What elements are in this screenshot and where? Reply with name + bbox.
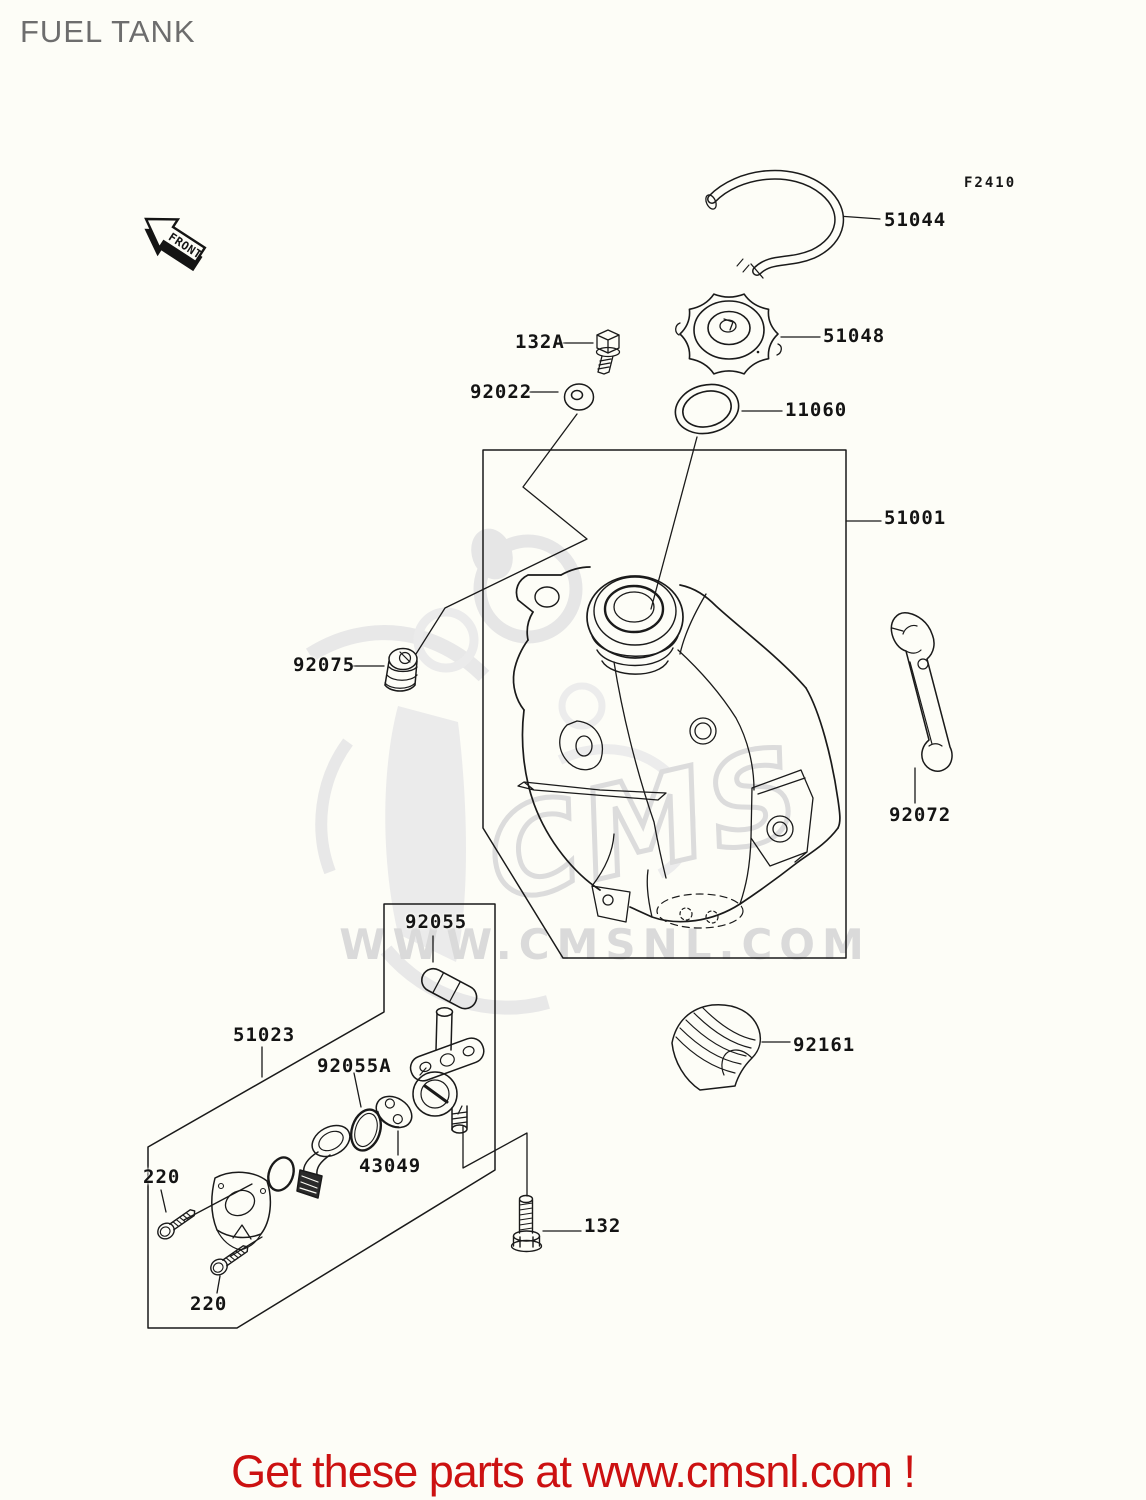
gasket-92055-drawing xyxy=(421,967,478,1010)
figure-code: F2410 xyxy=(964,175,1017,191)
part-label-11060[interactable]: 11060 xyxy=(785,399,848,421)
part-label-220-b[interactable]: 220 xyxy=(190,1293,228,1315)
fuel-cap-drawing xyxy=(675,293,782,375)
screw-220a-drawing xyxy=(157,1209,196,1240)
part-label-51048[interactable]: 51048 xyxy=(823,325,886,347)
tank-damper-92161-drawing xyxy=(671,1004,762,1091)
cap-gasket-drawing xyxy=(674,383,740,435)
bolt-132a-drawing xyxy=(595,329,621,375)
page-title: FUEL TANK xyxy=(20,14,196,49)
tank-damper-92075-drawing xyxy=(384,647,418,692)
part-label-51044[interactable]: 51044 xyxy=(884,209,947,231)
leader-lines xyxy=(160,215,916,1294)
tap-filter-drawing xyxy=(296,1124,351,1199)
lever-plate-drawing xyxy=(211,1171,272,1251)
fuel-tap-group-box xyxy=(147,903,496,1329)
part-label-92161[interactable]: 92161 xyxy=(793,1034,856,1056)
cap-43049-drawing xyxy=(375,1095,413,1129)
part-label-92072[interactable]: 92072 xyxy=(889,804,952,826)
part-label-132[interactable]: 132 xyxy=(584,1215,622,1237)
front-arrow-icon: FRONT xyxy=(144,217,207,272)
part-label-220-a[interactable]: 220 xyxy=(143,1166,181,1188)
part-label-92055a[interactable]: 92055A xyxy=(317,1055,392,1077)
oring-small-drawing xyxy=(267,1156,295,1192)
part-label-92075[interactable]: 92075 xyxy=(293,654,356,676)
part-label-51001[interactable]: 51001 xyxy=(884,507,947,529)
part-label-51023[interactable]: 51023 xyxy=(233,1024,296,1046)
part-label-43049[interactable]: 43049 xyxy=(359,1155,422,1177)
oring-92055a-drawing xyxy=(349,1108,383,1152)
bolt-132-drawing xyxy=(510,1194,543,1253)
part-label-92055[interactable]: 92055 xyxy=(405,911,468,933)
fuel-tap-drawing xyxy=(409,1007,485,1134)
part-label-132a[interactable]: 132A xyxy=(515,331,565,353)
cmsnl-watermark: CMS WWW.CMSNL.COM xyxy=(305,528,871,1015)
watermark-cms-letters: CMS xyxy=(474,719,817,931)
washer-92022-drawing xyxy=(563,383,595,411)
footer-promo-text: Get these parts at www.cmsnl.com ! xyxy=(231,1446,916,1497)
breather-hose-drawing xyxy=(705,169,845,279)
watermark-band: WWW.CMSNL.COM xyxy=(339,920,871,969)
part-label-92022[interactable]: 92022 xyxy=(470,381,533,403)
tank-strap-92072-drawing xyxy=(890,612,953,772)
screw-220b-drawing xyxy=(210,1245,249,1276)
tank-group-box xyxy=(482,449,847,959)
fuel-tank-drawing xyxy=(512,566,841,929)
